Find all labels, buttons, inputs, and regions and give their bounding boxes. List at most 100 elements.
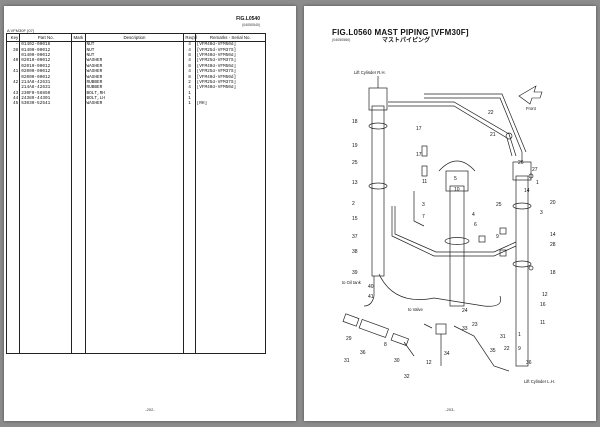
callout-number: 14 <box>550 232 556 238</box>
cell-remarks: [VFM40d-VFM50d] <box>194 63 267 69</box>
callout-number: 9 <box>496 234 499 240</box>
cell-remarks: [VFM40d-VFM50d] <box>194 74 267 80</box>
cell-key: 40 <box>5 58 21 64</box>
callout-number: 21 <box>490 132 496 138</box>
empty-cell <box>84 106 185 354</box>
col-header-required: Req'd <box>183 33 197 42</box>
cell-key <box>5 85 21 91</box>
callout-number: 12 <box>542 292 548 298</box>
parts-list-table: Key Part No. Mark Description Req'd Rema… <box>5 33 267 354</box>
cell-required: 1 <box>183 95 196 102</box>
free-lift-cylinder <box>438 160 476 307</box>
cell-mark <box>71 90 86 96</box>
callout-number: 17 <box>416 126 422 132</box>
callout-number: 8 <box>384 342 387 348</box>
cell-required: 4 <box>183 85 196 91</box>
lift-cylinder-lh-label: Lift Cylinder L.H. <box>524 379 555 384</box>
figure-subcode: (04050560) <box>332 38 351 42</box>
cell-remarks <box>194 90 267 96</box>
callout-number: 7 <box>422 214 425 220</box>
callout-number: 16 <box>540 302 546 308</box>
cell-mark <box>71 74 86 80</box>
cell-mark <box>71 41 86 48</box>
left-page: FIG.L0540 (04050540) A VFM30F (07) Key P… <box>4 6 296 421</box>
callout-number: 4 <box>472 212 475 218</box>
cell-remarks <box>194 95 267 102</box>
cell-mark <box>71 79 86 86</box>
callout-number: 2 <box>352 201 355 207</box>
callout-number: 26 <box>518 160 524 166</box>
callout-number: 13 <box>352 180 358 186</box>
lift-cylinder-lh <box>512 152 532 367</box>
callout-number: 28 <box>550 242 556 248</box>
cell-remarks: [VFM25d-VFM37S] <box>194 58 267 64</box>
callout-number: 22 <box>488 110 494 116</box>
col-header-part-no: Part No. <box>19 33 73 42</box>
callout-number: 38 <box>352 249 358 255</box>
callout-number: 24 <box>462 308 468 314</box>
cell-remarks: [VFM40d-VFM50d] <box>194 41 267 48</box>
cell-remarks: [VFM40d-VFM50d] <box>194 52 267 59</box>
cell-required: 4 <box>183 58 196 64</box>
cell-mark <box>71 58 86 64</box>
callout-number: 33 <box>462 326 468 332</box>
cell-key: 38 <box>5 47 21 53</box>
cell-required: 4 <box>183 47 196 53</box>
table-empty-space <box>5 106 267 354</box>
callout-number: 15 <box>352 216 358 222</box>
cell-mark <box>71 52 86 59</box>
cell-key: 42 <box>5 79 21 86</box>
callout-number: 11 <box>540 320 545 326</box>
callout-number: 1 <box>536 180 539 186</box>
callout-number: 30 <box>394 358 400 364</box>
callout-number: 12 <box>426 360 432 366</box>
callout-number: 39 <box>352 270 358 276</box>
callout-number: 14 <box>524 188 530 194</box>
callout-number: 29 <box>346 336 352 342</box>
cell-mark <box>71 47 86 53</box>
mast-piping-diagram: Front Lift Cylinder R.H. Lift Cylinder L… <box>342 70 556 384</box>
to-valve-label: to Valve <box>408 307 423 312</box>
page-number: -202- <box>145 407 155 412</box>
cell-key: 43 <box>5 90 21 96</box>
callout-number: 31 <box>500 334 506 340</box>
empty-cell <box>183 106 196 354</box>
callout-number: 1 <box>518 332 521 338</box>
cell-required: 8 <box>183 74 196 80</box>
cell-key <box>5 63 21 69</box>
cell-key: 41 <box>5 68 21 75</box>
callout-number: 18 <box>550 270 556 276</box>
callout-number: 5 <box>454 176 457 182</box>
callout-number: 36 <box>360 350 366 356</box>
cell-key: 45 <box>5 101 21 107</box>
callout-number: 25 <box>496 202 502 208</box>
cell-required: 1 <box>183 101 196 107</box>
callout-number: 3 <box>540 210 543 216</box>
callout-number: 25 <box>352 160 358 166</box>
cell-key: 44 <box>5 95 21 102</box>
cell-remarks: [VFM25d-VFM37S] <box>194 79 267 86</box>
callout-number: 6 <box>474 222 477 228</box>
cell-required: 1 <box>183 90 196 96</box>
right-page: FIG.L0560 MAST PIPING [VFM30F] (04050560… <box>304 6 596 421</box>
figure-subcode: (04050540) <box>242 23 260 27</box>
callout-number: 22 <box>504 346 510 352</box>
callout-number: 10 <box>454 187 460 193</box>
callout-number: 31 <box>344 358 350 364</box>
cell-remarks: [RH] <box>194 101 267 107</box>
to-oil-tank-label: to Oil tank <box>342 280 362 285</box>
callout-number: 37 <box>352 234 358 240</box>
lift-cylinder-rh-label: Lift Cylinder R.H. <box>354 70 386 75</box>
table-header-row: Key Part No. Mark Description Req'd Rema… <box>5 33 267 42</box>
cell-mark <box>71 68 86 75</box>
cell-key <box>5 52 21 59</box>
cell-key: - <box>5 41 21 48</box>
